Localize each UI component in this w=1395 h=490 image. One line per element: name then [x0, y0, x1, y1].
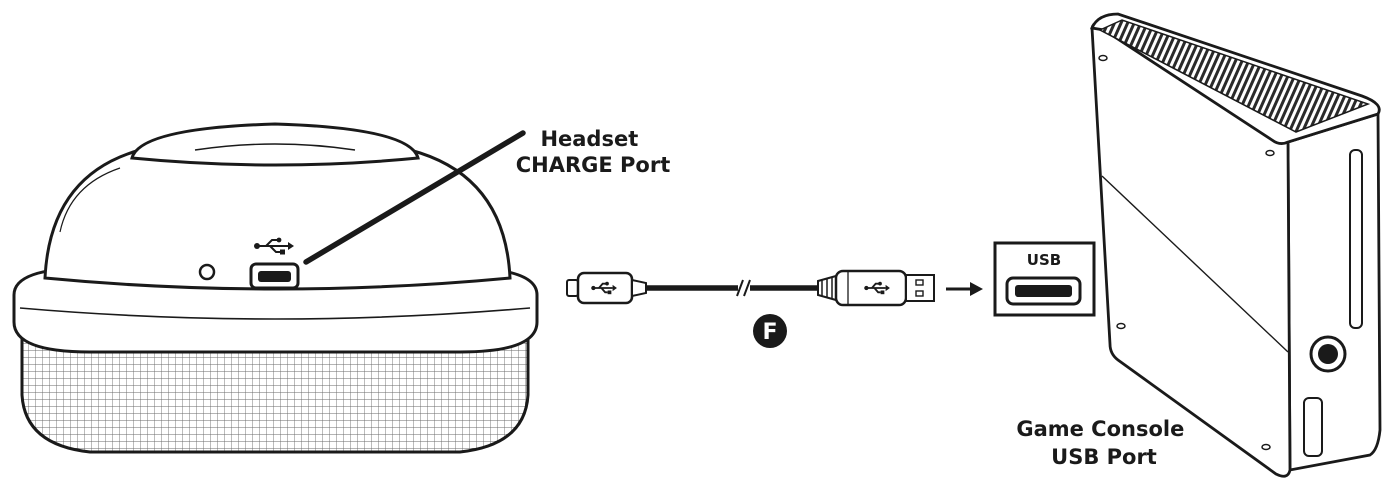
console-lower-slot	[1303, 397, 1323, 457]
headset-port-label: Headset CHARGE Port	[516, 127, 671, 177]
cable-badge-letter: F	[762, 320, 777, 345]
cable-badge: F	[753, 314, 787, 348]
usb-cable	[566, 269, 935, 307]
status-led	[198, 263, 216, 281]
mini-usb-tip	[566, 279, 579, 297]
console-side	[1286, 112, 1382, 472]
headset-port-pointer	[303, 130, 526, 265]
console-port-label: Game Console USB Port	[1016, 417, 1191, 469]
usb-a-tip	[905, 274, 935, 302]
base-dome	[43, 148, 512, 291]
game-console	[1090, 12, 1382, 478]
usb-icon	[591, 281, 617, 295]
usb-port-callout: USB	[993, 241, 1096, 317]
usb-icon	[864, 281, 890, 295]
right-arrow-icon	[946, 282, 983, 296]
usb-icon	[254, 237, 294, 255]
headset-port-label-line-1: Headset	[540, 127, 638, 151]
console-side-slot	[1349, 149, 1363, 329]
console-port-label-line-1: Game Console	[1016, 417, 1184, 441]
headset-port-label-line-2: CHARGE Port	[516, 153, 671, 177]
headset-charging-base	[12, 122, 539, 454]
console-vent-grille	[1098, 19, 1371, 133]
usb-port-callout-label: USB	[1027, 251, 1061, 269]
console-port-label-line-2: USB Port	[1051, 445, 1157, 469]
cable-break-mark	[736, 279, 751, 297]
